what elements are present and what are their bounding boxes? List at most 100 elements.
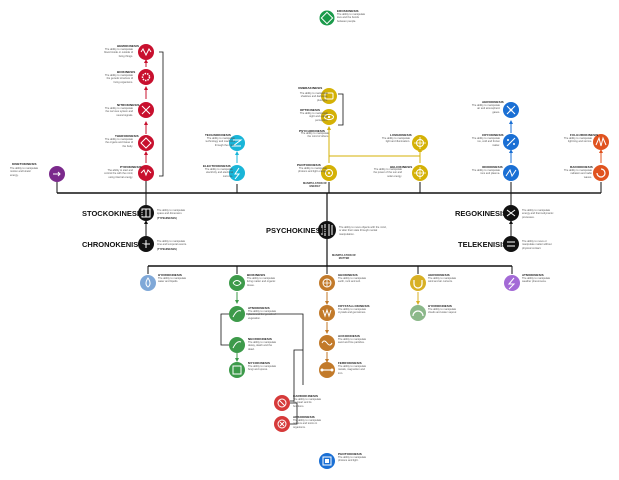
electrokinesis-node[interactable] [229,165,245,181]
aerokinesis-matter-node[interactable] [410,275,426,291]
therokinesis-label: THEROKINESIS [115,134,139,138]
hydrokinesis-sub-node[interactable] [410,305,426,321]
heliokinesis-node[interactable] [412,165,428,181]
cryokinesis-label: CRYOKINESIS [482,133,504,137]
biokinesis-matter-desc: The ability to manipulate living matter … [247,277,276,287]
eroskinesis-label: EROSKINESIS [337,9,359,13]
red-bracket [159,51,164,177]
geokinesis-desc: The ability to manipulate earth, rock an… [338,277,367,284]
lumakinesis-label: LUMAKINESIS [390,133,412,137]
fulgurokinesis-desc: The ability to manipulate lightning and … [563,137,592,144]
therokinesis-desc: The ability to manipulate the organs and… [104,138,133,148]
cryokinesis-desc: The ability to manipulate ice, cold and … [471,137,500,147]
hydrokinesis-desc: The ability to manipulate water and liqu… [158,277,187,284]
radiokinesis-desc: The ability to manipulate radiation and … [563,169,592,179]
therokinesis-node[interactable] [138,135,154,151]
lumakinesis-desc: The ability to manipulate light and illu… [381,137,410,144]
mind-axis-label: MANIPULATION OF ENERGY [302,182,327,188]
stockokinesis-sub: (TYPEHINESES) [157,217,177,220]
biokinesis-matter-label: BIOKINESIS [247,273,266,277]
radiokinesis-node[interactable] [593,165,609,181]
psychokinesis-label: PSYCHOKINESIS [266,226,328,235]
hydrokinesis-sub-desc: The ability to manipulate clouds and wat… [428,308,457,315]
atmokinesis-sub-label: ATMOKINESIS [248,306,270,310]
umbrakinesis-node[interactable] [321,88,337,104]
lumakinesis-node[interactable] [412,135,428,151]
heliokinesis-desc: The ability to manipulate the power of t… [373,168,402,178]
yellow-cross-link [329,155,421,163]
necrokinesis-node[interactable] [229,337,245,353]
geokinesis-node[interactable] [319,275,335,291]
hydrokinesis-sub-label: HYDROKINESIS [428,304,453,308]
aerokinesis-matter-label: AEROKINESIS [428,273,450,277]
pyrokinesis-label: PYROKINESIS [120,165,142,169]
mycokinesis-node[interactable] [229,362,245,378]
technokinesis-node[interactable] [229,135,245,151]
arsokinesis-label: ARSOKINESIS [293,415,315,419]
photokinesis-base-node[interactable] [319,453,335,469]
biokinesis-node[interactable] [138,69,154,85]
psychokinesis-node-label: PSYCHOKINESIS [299,129,325,133]
kinetokinesis-node[interactable] [49,166,65,182]
necrokinesis-desc: The ability to manipulate decay, death a… [248,341,277,351]
atmokinesis-sub-desc: The ability to manipulate plants and the… [248,310,277,320]
regokinesis-node[interactable] [503,205,519,221]
ferrokinesis-label: FERROKINESIS [338,361,362,365]
cryokinesis-node[interactable] [503,134,519,150]
arsokinesis-desc: The ability to manipulate poisons and to… [293,419,322,429]
photokinesis-node[interactable] [321,165,337,181]
biokinesis-matter-node[interactable] [229,275,245,291]
aerokinesis-node[interactable] [503,102,519,118]
chronokenisis-node[interactable] [138,236,154,252]
matter-axis-label: MANIPULATION OF MATTER [331,254,356,260]
psychokinesis-node-desc: The ability to manipulate the mind of ot… [300,132,329,139]
photokinesis-base-desc: The ability to manipulate photons and li… [338,456,367,463]
ackokinesis-label: ACKOKINESIS [338,334,360,338]
psychokinesis-pillar-node[interactable] [318,221,336,239]
telekenisis-node[interactable] [503,236,519,252]
stockokinesis-label: STOCKOKINESIS [82,209,144,218]
ferrokinesis-desc: The ability to manipulate metals, magnet… [338,365,367,375]
ionokinesis-label: IONOKINESIS [482,165,503,169]
nitrokinesis-node[interactable] [138,102,154,118]
atmokinesis-sub-node[interactable] [229,306,245,322]
nitrokinesis-label: NITROKINESIS [117,103,140,107]
eroskinesis-node[interactable] [319,10,335,26]
ionokinesis-node[interactable] [503,165,519,181]
pyrokinesis-desc: The ability to start and control fire wi… [104,169,133,179]
ferrokinesis-node[interactable] [319,362,335,378]
atmokinesis-node[interactable] [504,275,520,291]
optikinesis-node[interactable] [321,109,337,125]
cardiokinesis-desc: The ability to manipulate the heart and … [293,398,322,408]
fulgurokinesis-node[interactable] [593,134,609,150]
hydrokinesis-node[interactable] [140,275,156,291]
cardiokinesis-label: CARDIOKINESIS [293,394,319,398]
umbrakinesis-desc: The ability to manipulate shadows and da… [299,92,328,102]
green-bracket-right [246,313,304,385]
cardiokinesis-node[interactable] [274,395,290,411]
chronokenisis-label: CHRONOKENISIS [82,240,146,249]
arsokinesis-node[interactable] [274,416,290,432]
fulgurokinesis-label: FULGUROKINESIS [570,133,599,137]
crystallokinesis-node[interactable] [319,305,335,321]
technokinesis-desc: The ability to manipulate technology and… [205,137,235,147]
optikinesis-desc: The ability to manipulate sight and opti… [299,112,328,122]
pyrokinesis-node[interactable] [138,165,154,181]
geokinesis-label: GEOKINESIS [338,273,358,277]
stockokinesis-node[interactable] [138,205,154,221]
ionokinesis-desc: The ability to manipulate ions and plasm… [471,169,500,176]
electrokinesis-desc: The ability to manipulate electricity an… [204,168,233,178]
aerokinesis-desc: The ability to manipulate air and atmosp… [471,104,500,114]
kinetokinesis-label: KINETOKINESIS [12,162,37,166]
biokinesis-desc: The ability to manipulate the genetic st… [104,74,133,84]
ackokinesis-node[interactable] [319,335,335,351]
photokinesis-label: PHOTOKINESIS [297,163,321,167]
hydrokinesis-label: HYDROKINESIS [158,273,183,277]
hemokinesis-node[interactable] [138,44,154,60]
telekenisis-label: TELEKENISIS [458,240,508,249]
nitrokinesis-desc: The ability to manipulate the nervous sy… [104,107,133,117]
umbrakinesis-label: UMBRAKINESIS [298,86,323,90]
aerokinesis-matter-desc: The ability to manipulate wind and air c… [428,277,457,284]
